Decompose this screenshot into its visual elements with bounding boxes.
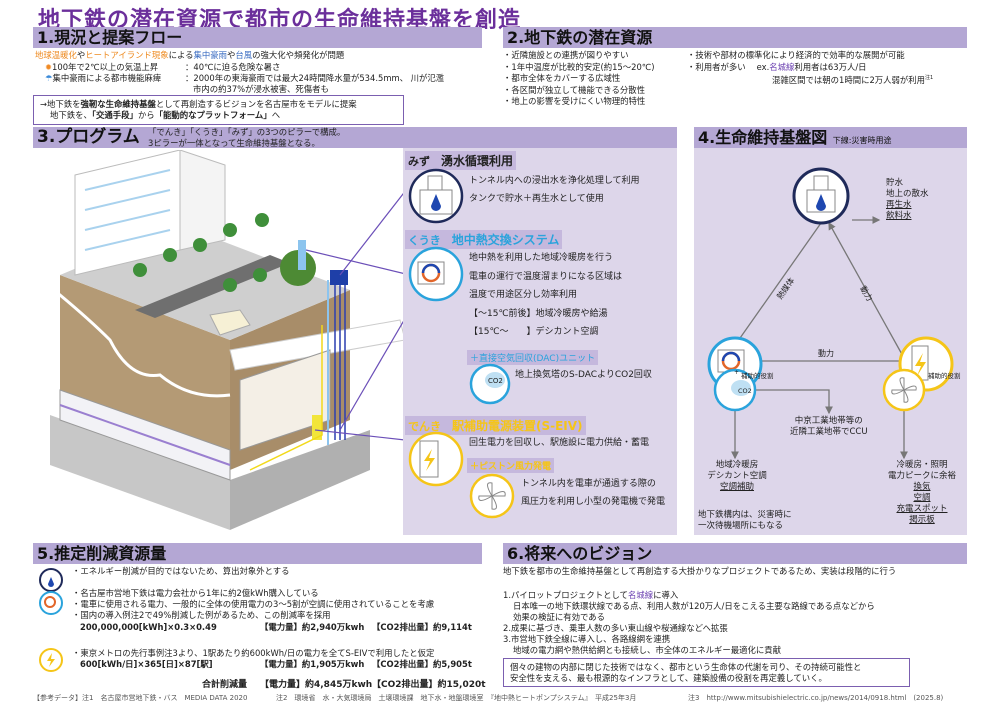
svg-text:CO2: CO2 [488,377,503,385]
program-panel: みず 湧水循環利用 トンネル内への浸出水を浄化処理して利用 タンクで貯水＋再生水… [403,148,677,535]
sun-icon: ✹ [45,62,53,72]
list-item: ・地上の影響を受けにくい物理的特性 [503,96,646,106]
s5-total-power: 【電力量】約4,845万kwh [260,680,373,690]
mizu-title: みず 湧水循環利用 [405,151,517,170]
s5-total-label: 合計削減量 [202,680,248,690]
s5-co2-2: 【CO2排出量】約5,905t [372,659,472,669]
kuuki-line: 温度で用途区分し効率利用 [469,290,578,300]
list-item: ・都市全体をカバーする広域性 [503,73,621,83]
denki-line: 回生電力を回収し、駅施設に電力供給・蓄電 [469,438,650,448]
s1-row2-value2: 市内の約37%が浸水被害、死傷者も [193,84,329,94]
piston-line: 風圧力を利用し小型の発電機で発電 [521,497,666,507]
section6-header: 6.将来へのビジョン [503,543,967,564]
umbrella-icon: ☂ [45,73,53,83]
s5-line: ・国内の導入例注2で49%削減した例があるため、この削減率を採用 [72,610,331,620]
s6-item2: 2.成果に基づき、乗車人数の多い東山線や桜通線などへ拡張 [503,623,728,633]
s1-row2-value: ：2000年の東海豪雨では最大24時間降水量が534.5mm、 川が氾濫 [185,73,445,83]
s2-right1: ・技術や部材の標準化により経済的で効率的な展開が可能 [687,50,905,60]
s6-item3-detail: 地域の電力網や熱供給網とも接続し、市全体のエネルギー最適化に貢献 [513,645,781,655]
s5-line: ・電車に使用される電力、一般的に全体の使用電力の3～5割が空調に使用されているこ… [72,599,435,609]
s1-intro: 地球温暖化やヒートアイランド現象による集中豪雨や台風の強大化や頻発化が問題 [35,50,345,60]
dac-line: 地上換気塔のS-DACよりCO2回収 [515,370,652,380]
lightning-icon [39,648,63,672]
power-uses: 冷暖房・照明電力ピークに余裕換気空調充電スポット掲示板 [887,460,956,525]
s5-line: ・エネルギー削減が目的ではないため、算出対象外とする [72,566,290,576]
list-item: ・近隣施設との連携が図りやすい [503,50,629,60]
lightning-icon [408,431,464,487]
section5-header: 5.推定削減資源量 [33,543,482,564]
s2-left-list: ・近隣施設との連携が図りやすい ・1年中温度が比較的安定(約15～20℃) ・都… [503,50,654,108]
mizu-line: トンネル内への浸出水を浄化処理して利用 [469,176,640,186]
water-tank-icon [408,168,464,224]
co2-capture-icon: CO2 [469,363,511,405]
s5-co2-1: 【CO2排出量】約9,114t [372,622,472,632]
co2-label: CO2 [738,387,752,395]
kuuki-line: 電車の運行で温度溜まりになる区域は [469,271,623,282]
fan-icon [469,473,515,519]
kuuki-line: 【～15℃前後】地域冷暖房や給湯 [469,308,608,319]
co2-node-icon [713,368,757,412]
dac-title: ＋直接空気回収(DAC)ユニット [467,350,599,365]
s1-proposal-box: →地下鉄を強靭な生命維持基盤として再創造するビジョンを名古屋市をモデルに提案 地… [33,95,404,125]
kuuki-line: 地中熱を利用した地域冷暖房を行う [469,253,614,263]
arrow-label-power-bottom: 動力 [818,349,834,358]
s6-item1-detail2: 効果の検証に有効である [513,612,606,622]
section1-header: 1.現況と提案フロー [33,27,482,48]
heat-exchange-icon [408,246,464,302]
s5-power2: 【電力量】約1,905万kwh [260,659,365,669]
s5-total-co2: 【CO2排出量】約15,020t [372,680,486,690]
s2-right2: ・利用者が多い ex.名城線利用者は63万人/日 [687,61,867,72]
subway-illustration [34,150,410,530]
s5-formula2: 600[kWh/日]×365[日]×87[駅] [80,659,213,669]
diagram-arrows: + [707,167,954,460]
s1-row1-value: ：40℃に迫る危険な暑さ [185,62,281,72]
s3-desc2: 3ピラーが一体となって生命維持基盤となる。 [148,138,320,148]
footer-ref2: 注2 環境省 水・大気環境局 土壌環境課 地下水・地盤環境室 『地中熱ヒートポン… [276,694,637,702]
shelter-note: 地下鉄構内は、災害時に一次待機場所にもなる [698,510,792,531]
fan-node-icon [882,368,926,412]
s3-desc1: 「でんき」「くうき」「みず」の3つのピラーで構成。 [148,127,346,137]
s5-power1: 【電力量】約2,940万kwh [260,622,365,632]
s6-intro: 地下鉄を都市の生命維持基盤として再創造する大掛かりなプロジェクトであるため、実装… [503,566,897,576]
s1-row2: ☂集中豪雨による都市機能麻痺 [45,73,162,83]
mizu-line: タンクで貯水＋再生水として使用 [469,194,604,204]
svg-text:+: + [734,369,739,376]
water-tank-icon [39,568,63,592]
aux-label: 補助的役割 [928,372,961,380]
s6-item1-detail: 日本唯一の地下鉄環状線である点、利用人数が120万人/日をこえる主要な路線である… [513,601,875,611]
list-item: ・1年中温度が比較的安定(約15～20℃) [503,61,655,72]
heat-exchange-icon [39,591,63,615]
section2-header: 2.地下鉄の潜在資源 [503,27,967,48]
aux-label: 補助的役割 [741,372,774,380]
s5-line: ・名古屋市営地下鉄は電力会社から1年に約2億kWh購入している [72,588,319,598]
s6-item3: 3.市営地下鉄全線に導入し、各路線網を連携 [503,634,671,644]
list-item: ・各区間が独立して機能できる分散性 [503,84,645,95]
s6-vision-box: 個々の建物の内部に閉じた技術ではなく、都市という生命体の代謝を司り、その持続可能… [503,658,910,687]
water-node-icon [792,167,850,225]
heat-uses: 地域冷暖房デシカント空調空調補助 [707,460,767,492]
footer-ref1: 【参考データ】注1 名古屋市営地下鉄・バス MEDIA DATA 2020 [33,694,248,702]
section4-header: 4.生命維持基盤図 下線:災害時用途 [694,127,967,148]
s1-row1: ✹100年で2℃以上の気温上昇 [45,62,159,72]
s5-icons [39,568,63,672]
s6-item1: 1.パイロットプロジェクトとして名城線に導入 [503,590,679,600]
ccu-text: 中京工業地帯等の近隣工業地帯でCCU [790,416,868,437]
s5-formula1: 200,000,000[kWh]×0.3×0.49 [80,622,217,632]
s5-line: ・東京メトロの先行事例注3より、1駅あたり約600kWh/日の電力を全てS-EI… [72,648,435,658]
lifeline-diagram: + 貯水地上の散水再生水飲料水 熱媒体 動力 動力 補助的役割 補助的役割 CO… [694,148,967,535]
kuuki-line: 【15℃～ 】デシカント空調 [469,327,599,337]
kuuki-title: くうき 地中熱交換システム [405,230,563,249]
footer-ref3: 注3 http://www.mitsubishielectric.co.jp/n… [688,694,944,702]
water-uses: 貯水地上の散水再生水飲料水 [886,178,929,221]
s2-right3: 混雑区間では朝の1時間に2万人弱が利用注1 [772,74,934,85]
section3-header: 3.プログラム [33,127,677,148]
piston-title: ＋ピストン風力発電 [467,458,555,473]
denki-title: でんき 駅補助電源装置(S-EIV) [405,416,586,435]
piston-line: トンネル内を電車が通過する際の [521,479,656,489]
